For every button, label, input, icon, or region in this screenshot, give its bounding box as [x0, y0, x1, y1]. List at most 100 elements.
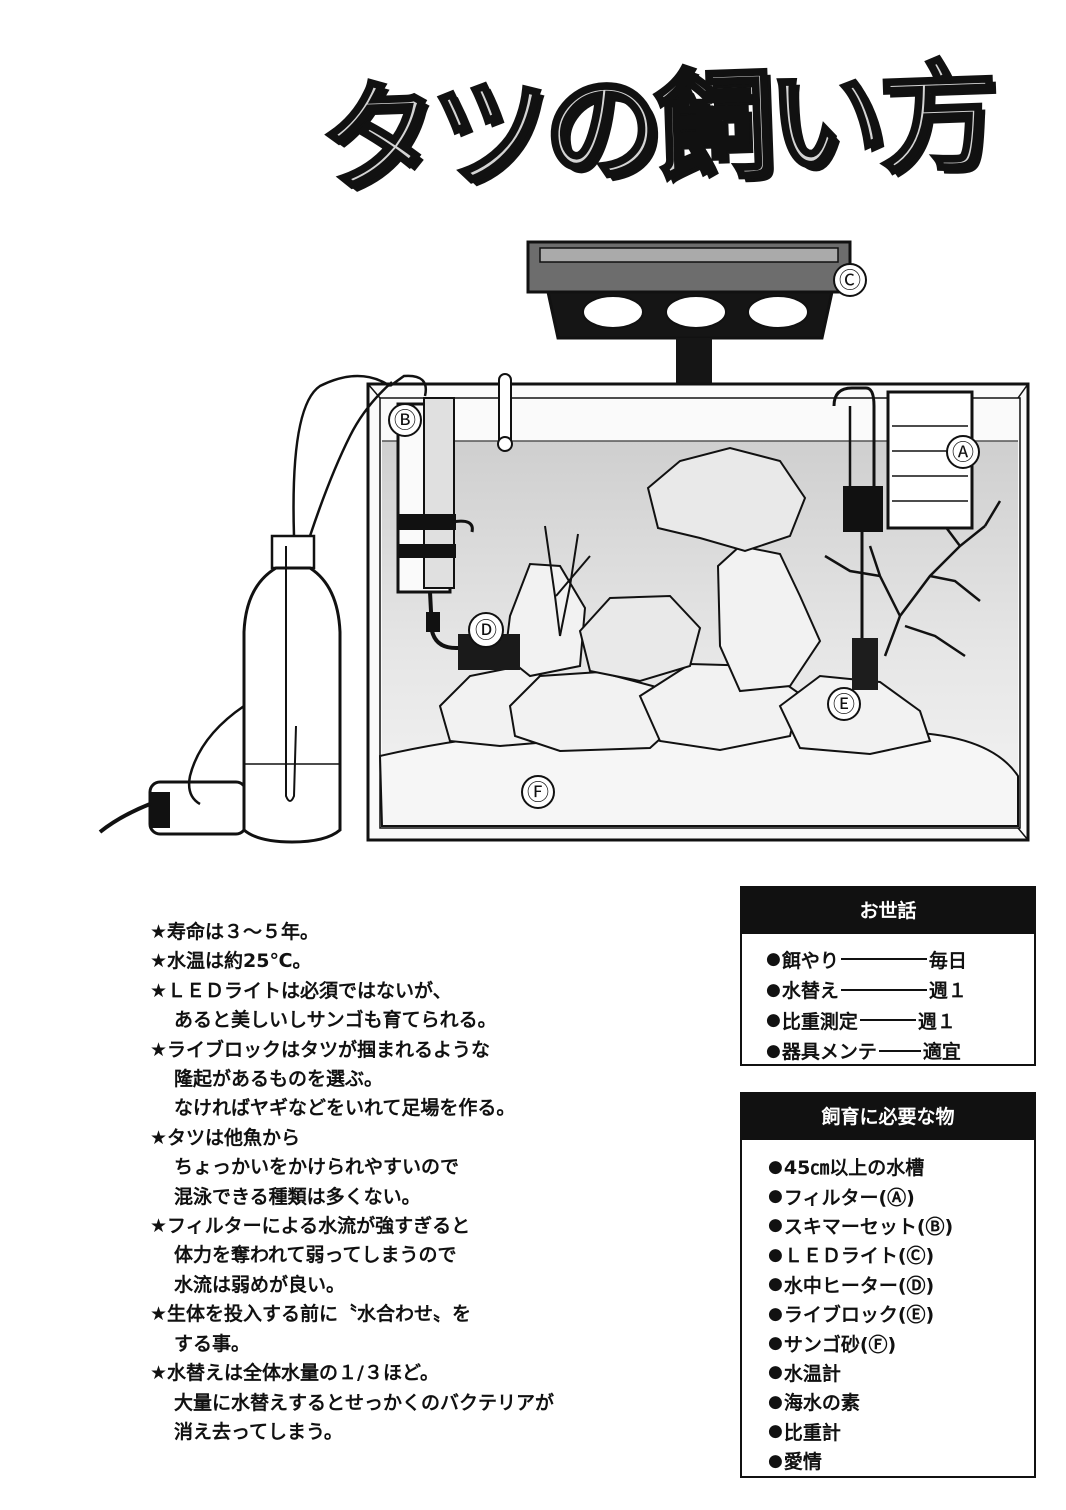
- bullet-icon: ●: [768, 1450, 783, 1471]
- required-item: ●ＬＥＤライト(Ⓒ): [768, 1240, 1034, 1269]
- callout-e-label: Ⓔ: [833, 693, 855, 718]
- required-item-label: 比重計: [783, 1421, 841, 1444]
- note-item: ★ライブロックはタツが掴まれるような隆起があるものを選ぶ。なければヤギなどをいれ…: [150, 1036, 710, 1124]
- callout-f-label: Ⓕ: [527, 781, 549, 806]
- care-task: 器具メンテ: [781, 1041, 877, 1064]
- bullet-icon: ●: [766, 949, 781, 970]
- note-line: 大量に水替えするとせっかくのバクテリアが: [174, 1391, 555, 1414]
- required-item: ●45㎝以上の水槽: [768, 1152, 1034, 1181]
- air-tube-icon: [187, 374, 393, 806]
- note-line: ちょっかいをかけられやすいので: [174, 1156, 460, 1179]
- callout-a-label: Ⓐ: [952, 441, 974, 466]
- callout-c-label: Ⓒ: [839, 269, 861, 294]
- required-item: ●水中ヒーター(Ⓓ): [768, 1270, 1034, 1299]
- bullet-icon: ●: [768, 1274, 783, 1295]
- note-item: ★生体を投入する前に〝水合わせ〟をする事。: [150, 1300, 710, 1359]
- bullet-icon: ●: [768, 1303, 783, 1324]
- care-row: ●器具メンテ 適宜: [766, 1036, 1034, 1067]
- bullet-icon: ●: [768, 1156, 783, 1177]
- note-line: ★水替えは全体水量の１/３ほど。: [150, 1362, 440, 1385]
- care-task: 餌やり: [781, 949, 839, 972]
- air-pump-icon: [98, 780, 248, 836]
- care-frequency: 適宜: [922, 1041, 961, 1064]
- callout-f: Ⓕ: [521, 775, 555, 809]
- bullet-icon: ●: [768, 1333, 783, 1354]
- leader-line: [840, 958, 927, 961]
- leader-line: [878, 1049, 921, 1052]
- required-item-label: 愛情: [783, 1451, 822, 1474]
- care-schedule-box: お世話 ●餌やり毎日●水替え週１●比重測定週１●器具メンテ適宜: [740, 886, 1036, 1066]
- bullet-icon: ●: [768, 1421, 783, 1442]
- required-item: ●スキマーセット(Ⓑ): [768, 1211, 1034, 1240]
- required-items-box: 飼育に必要な物 ●45㎝以上の水槽●フィルター(Ⓐ)●スキマーセット(Ⓑ)●ＬＥ…: [740, 1092, 1036, 1478]
- required-item: ●愛情: [768, 1446, 1034, 1475]
- care-frequency: 毎日: [928, 949, 967, 972]
- care-row: ●餌やり 毎日: [766, 944, 1034, 975]
- required-item-label: スキマーセット(Ⓑ): [783, 1215, 954, 1238]
- note-line: する事。: [174, 1332, 251, 1355]
- care-row: ●比重測定 週１: [766, 1005, 1034, 1036]
- note-line: ★タツは他魚から: [150, 1126, 301, 1149]
- note-line: 体力を奪われて弱ってしまうので: [174, 1244, 457, 1267]
- bullet-icon: ●: [768, 1362, 783, 1383]
- care-frequency: 週１: [917, 1010, 956, 1033]
- bullet-icon: ●: [768, 1391, 783, 1412]
- required-item: ●比重計: [768, 1417, 1034, 1446]
- required-item-label: ＬＥＤライト(Ⓒ): [783, 1245, 935, 1268]
- callout-d: Ⓓ: [468, 612, 504, 648]
- required-item-label: 45㎝以上の水槽: [783, 1157, 925, 1180]
- callout-e: Ⓔ: [827, 687, 861, 721]
- required-item: ●海水の素: [768, 1387, 1034, 1416]
- note-item: ★ＬＥＤライトは必須ではないが、あると美しいしサンゴも育てられる。: [150, 977, 710, 1036]
- care-task: 水替え: [781, 980, 839, 1003]
- note-item: ★タツは他魚からちょっかいをかけられやすいので混泳できる種類は多くない。: [150, 1124, 710, 1212]
- note-line: なければヤギなどをいれて足場を作る。: [174, 1097, 516, 1120]
- required-item: ●水温計: [768, 1358, 1034, 1387]
- leader-line: [859, 1019, 916, 1022]
- required-item-label: 水温計: [783, 1362, 841, 1385]
- required-item: ●フィルター(Ⓐ): [768, 1181, 1034, 1210]
- required-item: ●サンゴ砂(Ⓕ): [768, 1328, 1034, 1357]
- callout-b: Ⓑ: [388, 403, 422, 437]
- note-line: 混泳できる種類は多くない。: [174, 1185, 421, 1208]
- callout-b-label: Ⓑ: [394, 409, 416, 434]
- bullet-icon: ●: [766, 979, 781, 1000]
- care-schedule-header: お世話: [742, 888, 1034, 934]
- page-title: タツの飼い方: [316, 45, 996, 210]
- note-line: ★ＬＥＤライトは必須ではないが、: [150, 979, 452, 1002]
- note-line: ★生体を投入する前に〝水合わせ〟を: [150, 1303, 472, 1326]
- callout-a: Ⓐ: [946, 435, 980, 469]
- note-line: ★フィルターによる水流が強すぎると: [150, 1215, 471, 1238]
- live-rock-icon: [438, 446, 932, 756]
- required-item-label: 海水の素: [783, 1392, 860, 1415]
- bullet-icon: ●: [766, 1040, 781, 1061]
- heater-icon: [426, 591, 520, 670]
- care-schedule-list: ●餌やり毎日●水替え週１●比重測定週１●器具メンテ適宜: [742, 934, 1034, 1066]
- note-item: ★水替えは全体水量の１/３ほど。大量に水替えするとせっかくのバクテリアが消え去っ…: [150, 1359, 710, 1447]
- aquarium-diagram: Ⓒ Ⓐ Ⓑ Ⓓ Ⓔ Ⓕ: [98, 240, 1030, 844]
- bullet-icon: ●: [766, 1010, 781, 1031]
- leader-line: [840, 988, 927, 991]
- required-items-header: 飼育に必要な物: [742, 1094, 1034, 1140]
- note-line: 隆起があるものを選ぶ。: [174, 1068, 384, 1091]
- soft-coral-icon: [544, 525, 591, 637]
- thermometer-icon: [497, 373, 513, 452]
- bottle-icon: [242, 534, 342, 844]
- callout-c: Ⓒ: [833, 263, 867, 297]
- bullet-icon: ●: [768, 1186, 783, 1207]
- care-notes: ★寿命は３～５年。 ★水温は約25℃。 ★ＬＥＤライトは必須ではないが、あると美しい…: [150, 918, 710, 1447]
- required-item-label: 水中ヒーター(Ⓓ): [783, 1274, 935, 1297]
- note-line: ★寿命は３～５年。: [150, 921, 320, 943]
- note-line: 水流は弱めが良い。: [174, 1273, 346, 1296]
- bullet-icon: ●: [768, 1215, 783, 1236]
- note-line: 消え去ってしまう。: [174, 1420, 343, 1443]
- note-item: ★水温は約25℃。: [150, 947, 710, 976]
- care-row: ●水替え週１: [766, 975, 1034, 1006]
- care-task: 比重測定: [781, 1010, 858, 1033]
- bullet-icon: ●: [768, 1244, 783, 1265]
- required-items-list: ●45㎝以上の水槽●フィルター(Ⓐ)●スキマーセット(Ⓑ)●ＬＥＤライト(Ⓒ)●…: [742, 1140, 1034, 1475]
- required-item-label: ライブロック(Ⓔ): [783, 1304, 935, 1327]
- note-line: ★水温は約25℃。: [150, 950, 312, 973]
- note-line: ★ライブロックはタツが掴まれるような: [150, 1038, 491, 1061]
- callout-d-label: Ⓓ: [475, 619, 497, 644]
